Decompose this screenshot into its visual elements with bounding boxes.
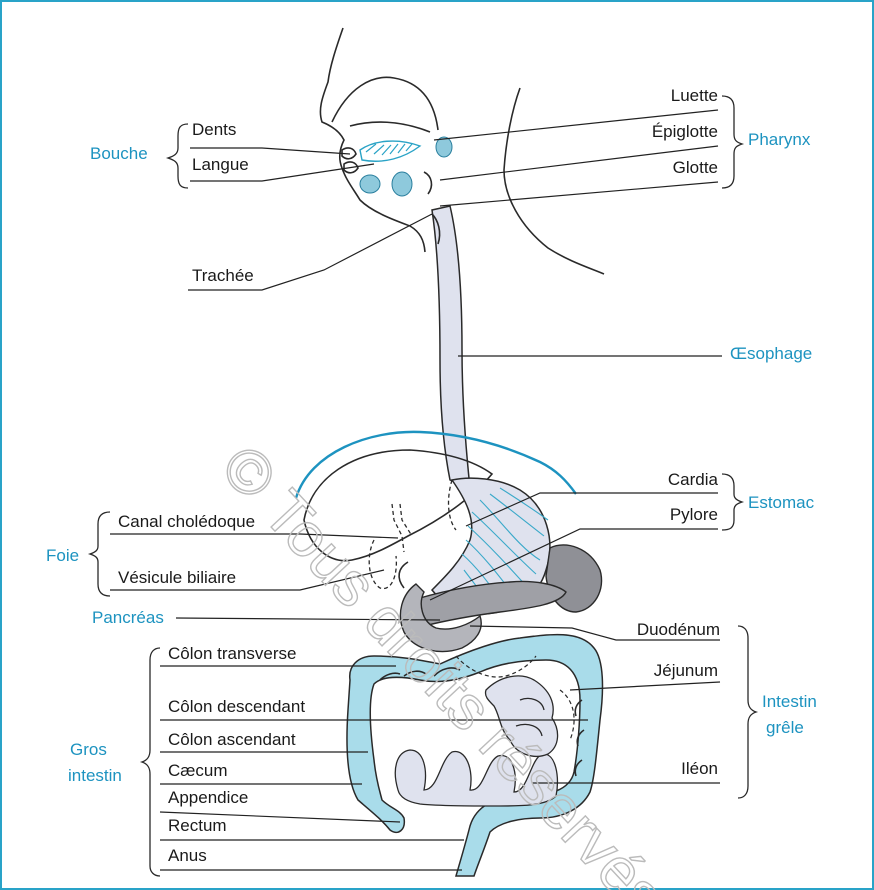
label-jejunum: Jéjunum (654, 661, 718, 680)
label-colon-descendant: Côlon descendant (168, 697, 305, 716)
label-ileon: Iléon (681, 759, 718, 778)
label-rectum: Rectum (168, 816, 227, 835)
label-langue: Langue (192, 155, 249, 174)
label-vesicule-biliaire: Vésicule biliaire (118, 568, 236, 587)
group-pharynx: Pharynx (748, 130, 811, 149)
label-epiglotte: Épiglotte (652, 122, 718, 141)
label-cardia: Cardia (668, 470, 719, 489)
bracket-estomac (722, 474, 742, 530)
label-pancreas: Pancréas (92, 608, 164, 627)
tonsil-right (392, 172, 412, 196)
label-glotte: Glotte (673, 158, 718, 177)
diaphragm-line (296, 432, 576, 498)
bracket-foie (90, 512, 110, 596)
group-intestin-grele-line2: grêle (766, 718, 804, 737)
spleen (546, 545, 602, 612)
oesophagus (432, 206, 470, 488)
bracket-pharynx (722, 96, 742, 188)
group-gros-intestin-line2: intestin (68, 766, 122, 785)
group-estomac: Estomac (748, 493, 815, 512)
group-bouche: Bouche (90, 144, 148, 163)
bracket-gros-intestin (142, 648, 160, 876)
label-canal-choledoque: Canal cholédoque (118, 512, 255, 531)
label-caecum: Cæcum (168, 761, 228, 780)
label-anus: Anus (168, 846, 207, 865)
bracket-intestin-grele (738, 626, 756, 798)
label-oesophage: Œsophage (730, 344, 812, 363)
bracket-bouche (168, 124, 188, 188)
label-pylore: Pylore (670, 505, 718, 524)
label-luette: Luette (671, 86, 718, 105)
label-colon-transverse: Côlon transverse (168, 644, 297, 663)
group-intestin-grele-line1: Intestin (762, 692, 817, 711)
group-foie: Foie (46, 546, 79, 565)
label-dents: Dents (192, 120, 236, 139)
label-duodenum: Duodénum (637, 620, 720, 639)
tonsil-left (360, 175, 380, 193)
label-trachee: Trachée (192, 266, 254, 285)
group-gros-intestin-line1: Gros (70, 740, 107, 759)
label-appendice: Appendice (168, 788, 248, 807)
label-colon-ascendant: Côlon ascendant (168, 730, 296, 749)
bile-duct (392, 504, 412, 552)
